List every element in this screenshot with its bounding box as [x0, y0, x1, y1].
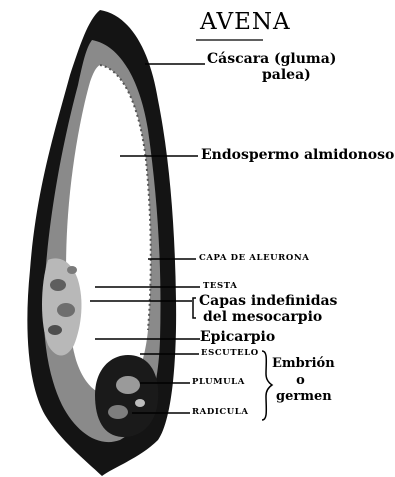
label-germen: germen: [276, 390, 332, 404]
label-escutelo: ESCUTELO: [201, 349, 259, 358]
embryo: [95, 355, 158, 437]
label-radicula: RADICULA: [192, 408, 249, 417]
embryo-light-1: [116, 376, 140, 394]
label-aleurona: CAPA DE ALEURONA: [199, 254, 309, 263]
label-testa: TESTA: [203, 282, 237, 291]
label-palea: palea): [262, 68, 311, 83]
mesocarp-spot-1: [50, 279, 66, 291]
label-capas-2: del mesocarpio: [203, 310, 322, 325]
bracket-capas: [193, 298, 196, 318]
diagram-title: AVENA: [200, 10, 291, 34]
label-embrion: Embrión: [272, 357, 335, 371]
label-embrion-o: o: [272, 374, 329, 388]
label-cascara: Cáscara (gluma): [207, 52, 336, 67]
bracket-embrion: [262, 351, 272, 420]
label-endospermo: Endospermo almidonoso: [201, 148, 394, 163]
mesocarp-spot-2: [57, 303, 75, 317]
label-epicarpio: Epicarpio: [200, 330, 275, 345]
mesocarp-spot-4: [67, 266, 77, 274]
embryo-light-3: [135, 399, 145, 407]
label-capas-1: Capas indefinidas: [199, 294, 337, 309]
embryo-light-2: [108, 405, 128, 419]
mesocarp-spot-3: [48, 325, 62, 335]
label-plumula: PLUMULA: [192, 378, 245, 387]
